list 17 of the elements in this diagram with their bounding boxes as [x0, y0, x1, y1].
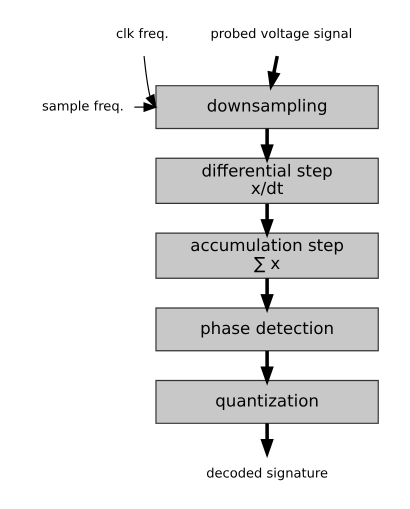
node-text: clk freq.	[116, 26, 169, 42]
node-box: phase detection	[155, 307, 379, 352]
arrow	[260, 128, 274, 164]
arrow	[143, 56, 156, 109]
node-box: quantization	[155, 380, 379, 424]
node-box: differential step x/dt	[155, 158, 379, 204]
arrow	[134, 102, 158, 112]
arrow	[260, 423, 274, 458]
node-text: probed voltage signal	[210, 26, 352, 42]
arrow	[260, 278, 274, 314]
node-text: decoded signature	[206, 466, 328, 482]
node-text: sample freq.	[42, 99, 124, 114]
arrow	[260, 350, 274, 386]
arrow	[267, 56, 281, 91]
node-box: downsampling	[155, 85, 379, 130]
arrow	[260, 204, 274, 238]
node-box: accumulation step ∑ x	[155, 232, 379, 279]
